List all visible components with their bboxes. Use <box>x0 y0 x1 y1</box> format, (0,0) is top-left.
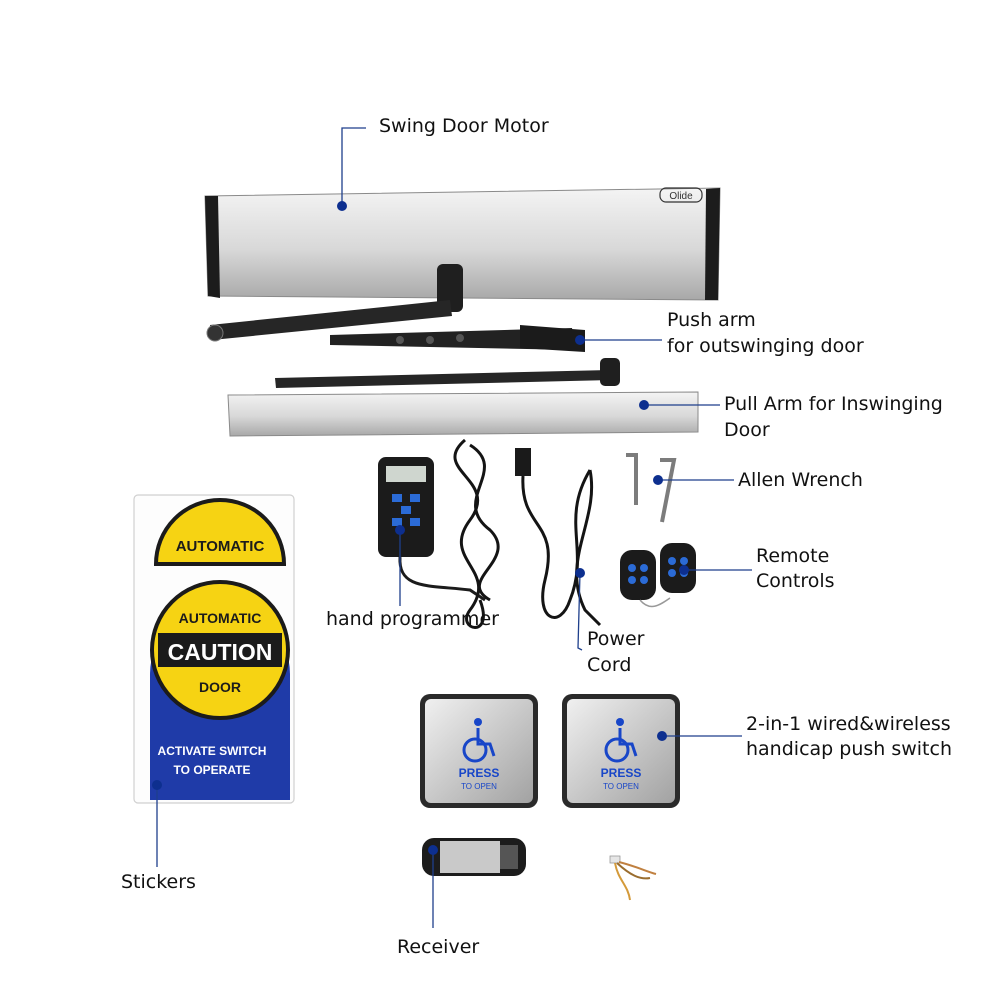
remote-controls <box>620 543 696 608</box>
receiver <box>422 838 526 876</box>
label-hand-programmer: hand programmer <box>326 608 499 630</box>
wire-harness <box>609 855 657 901</box>
pull-arm <box>227 358 699 437</box>
hand-programmer <box>378 457 486 602</box>
sticker-automatic-text: AUTOMATIC <box>179 610 262 626</box>
label-swing-door-motor: Swing Door Motor <box>379 115 549 137</box>
label-pull-arm-line1: Pull Arm for Inswinging <box>724 393 943 415</box>
sticker-top-text: AUTOMATIC <box>176 538 265 555</box>
label-power-cord-line2: Cord <box>587 654 632 676</box>
label-power-cord-line1: Power <box>587 628 645 650</box>
switch-press-text: PRESS <box>601 766 642 780</box>
label-remote-line1: Remote <box>756 545 830 567</box>
sticker-operate-text: TO OPERATE <box>174 763 251 777</box>
label-pull-arm-line2: Door <box>724 419 770 441</box>
switch-press-text: PRESS <box>459 766 500 780</box>
callout-lines <box>156 127 752 928</box>
wheelchair-icon <box>604 718 638 763</box>
sticker-activate-text: ACTIVATE SWITCH <box>158 744 267 758</box>
brand-logo-text: Olide <box>669 191 693 202</box>
switch-to-open-text: TO OPEN <box>461 782 497 791</box>
label-push-arm-line1: Push arm <box>667 309 756 331</box>
label-stickers: Stickers <box>121 871 196 893</box>
allen-wrench <box>626 453 677 523</box>
push-switch-left: PRESS TO OPEN <box>420 694 538 808</box>
label-receiver: Receiver <box>397 936 480 958</box>
power-cord <box>515 448 602 627</box>
push-switch-right: PRESS TO OPEN <box>562 694 680 808</box>
push-arm <box>206 264 585 352</box>
callout-dots <box>152 201 689 855</box>
label-push-switch-line1: 2-in-1 wired&wireless <box>746 713 951 735</box>
switch-to-open-text: TO OPEN <box>603 782 639 791</box>
sticker-door-text: DOOR <box>199 679 241 695</box>
label-push-arm-line2: for outswinging door <box>667 335 864 357</box>
swing-door-motor: Olide <box>204 187 721 301</box>
sticker-caution-text: CAUTION <box>168 639 273 665</box>
label-remote-line2: Controls <box>756 570 835 592</box>
wheelchair-icon <box>462 718 496 763</box>
cable-coil <box>453 438 500 629</box>
label-push-switch-line2: handicap push switch <box>746 738 952 760</box>
label-allen-wrench: Allen Wrench <box>738 469 863 491</box>
brand-logo <box>659 187 703 203</box>
stickers: AUTOMATIC AUTOMATIC CAUTION DOOR ACTIVAT… <box>133 494 295 804</box>
